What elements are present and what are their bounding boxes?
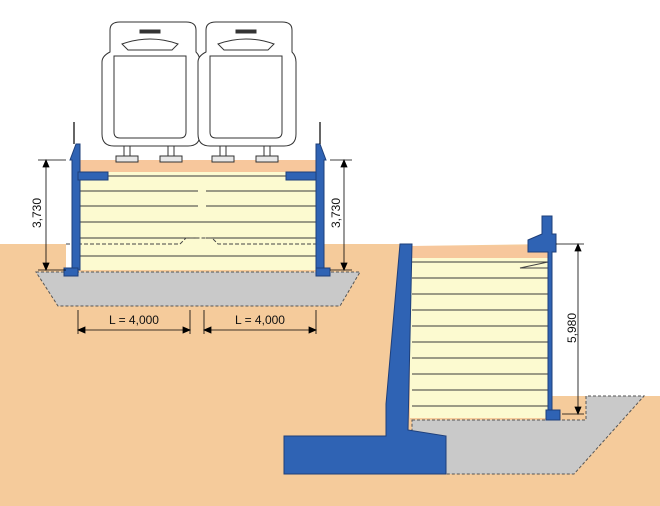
- right-reinforcement-strips: [412, 261, 550, 407]
- right-foundation-trench: [411, 395, 646, 475]
- span-right-label: L = 4,000: [235, 313, 285, 327]
- right-height-label: 5,980: [565, 313, 579, 343]
- left-wall-panel: [69, 143, 81, 271]
- span-left-label: L = 4,000: [109, 313, 159, 327]
- left-height-dimension: [38, 158, 66, 272]
- right-reinforced-fill: [410, 258, 552, 418]
- left-height-label: 3,730: [30, 198, 44, 228]
- span-left-dimension: [76, 310, 192, 334]
- right-panel-footing: [545, 409, 561, 421]
- left-reinforcement-strips: [80, 175, 316, 257]
- middle-height-dimension: [330, 158, 352, 272]
- left-original-ground-line: [66, 237, 322, 245]
- left-foundation-trench: [35, 271, 361, 307]
- right-retaining-wall: [283, 243, 447, 475]
- left-wall-footing: [63, 267, 79, 277]
- left-reinforced-fill: [78, 172, 318, 270]
- right-height-dimension: [556, 242, 584, 416]
- right-pavement-layer: [410, 246, 552, 258]
- middle-wall-coping: [285, 171, 317, 181]
- train-left: [101, 21, 201, 163]
- middle-wall-panel: [315, 143, 327, 271]
- middle-height-label: 3,730: [329, 198, 343, 228]
- middle-wall-footing: [315, 267, 331, 277]
- train-right: [197, 21, 297, 163]
- left-wall-coping: [77, 171, 109, 181]
- span-right-dimension: [202, 310, 318, 334]
- left-pavement-layer: [78, 160, 318, 172]
